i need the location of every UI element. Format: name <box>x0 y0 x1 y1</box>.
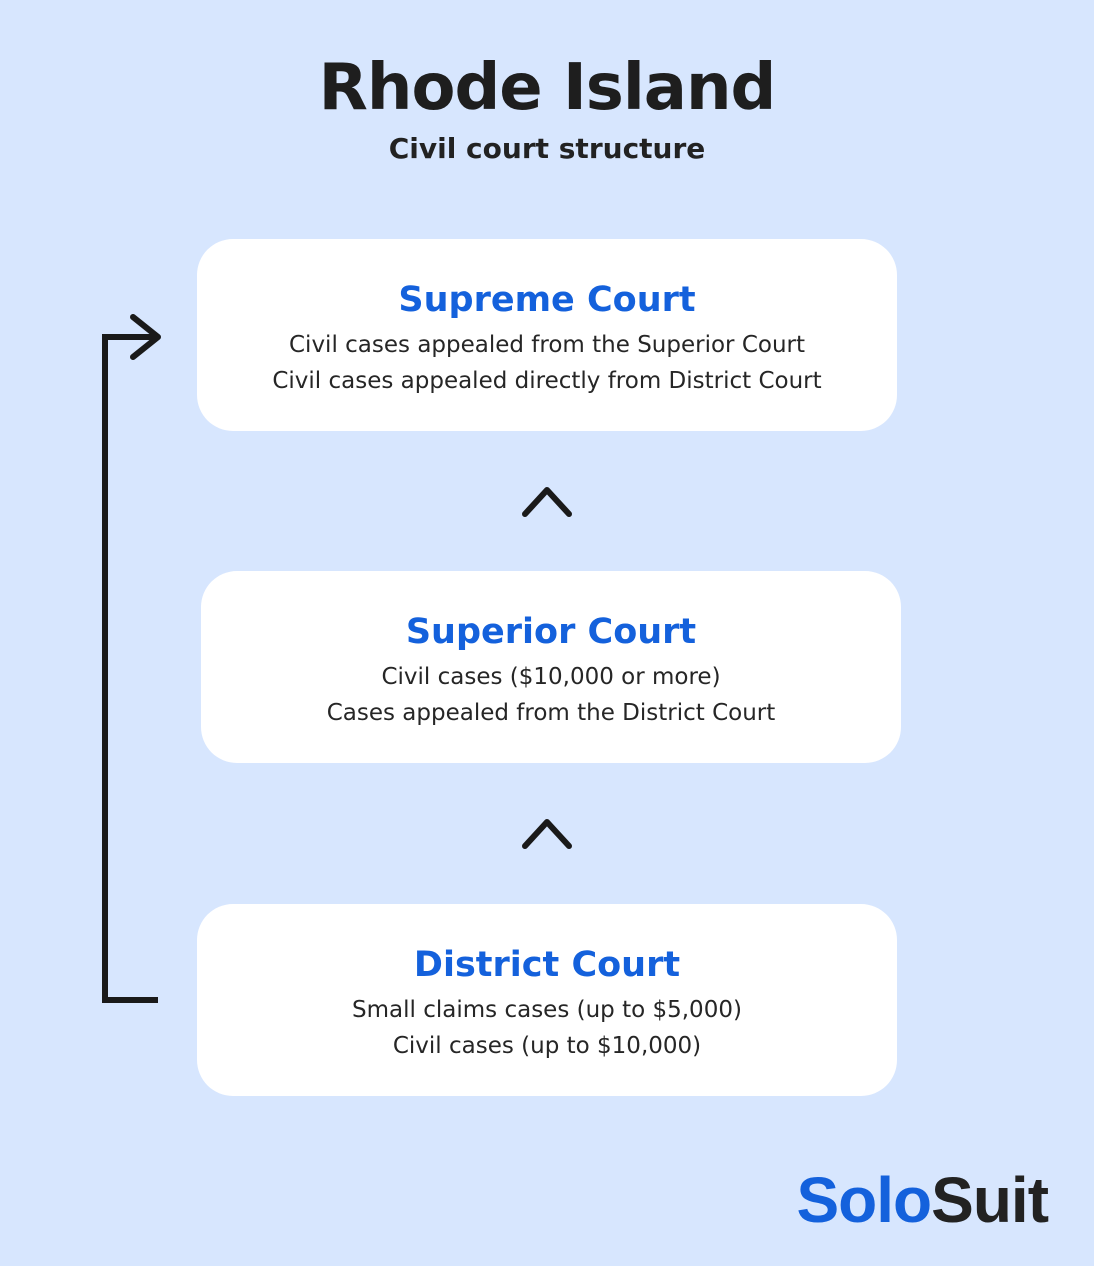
court-card-district: District Court Small claims cases (up to… <box>197 904 897 1096</box>
bracket-arrow-icon <box>102 314 161 1003</box>
court-description-line: Civil cases appealed directly from Distr… <box>272 368 822 394</box>
page-subtitle: Civil court structure <box>388 132 706 165</box>
court-description-line: Civil cases ($10,000 or more) <box>381 664 721 690</box>
court-card-superior: Superior Court Civil cases ($10,000 or m… <box>201 571 901 763</box>
court-description-line: Cases appealed from the District Court <box>326 700 776 726</box>
page-title: Rhode Island <box>318 51 777 125</box>
court-title: Supreme Court <box>398 280 696 320</box>
logo-part-solo: Solo <box>796 1164 932 1236</box>
chevron-up-icon <box>522 819 572 849</box>
court-card-supreme: Supreme Court Civil cases appealed from … <box>197 239 897 431</box>
solosuit-logo: SoloSuit <box>796 1162 1049 1238</box>
court-title: District Court <box>413 945 681 985</box>
court-description-line: Small claims cases (up to $5,000) <box>352 997 742 1023</box>
court-description-line: Civil cases (up to $10,000) <box>392 1033 702 1059</box>
court-description-line: Civil cases appealed from the Superior C… <box>289 332 805 358</box>
court-title: Superior Court <box>405 612 697 652</box>
chevron-up-icon <box>522 487 572 517</box>
logo-part-suit: Suit <box>931 1164 1049 1236</box>
